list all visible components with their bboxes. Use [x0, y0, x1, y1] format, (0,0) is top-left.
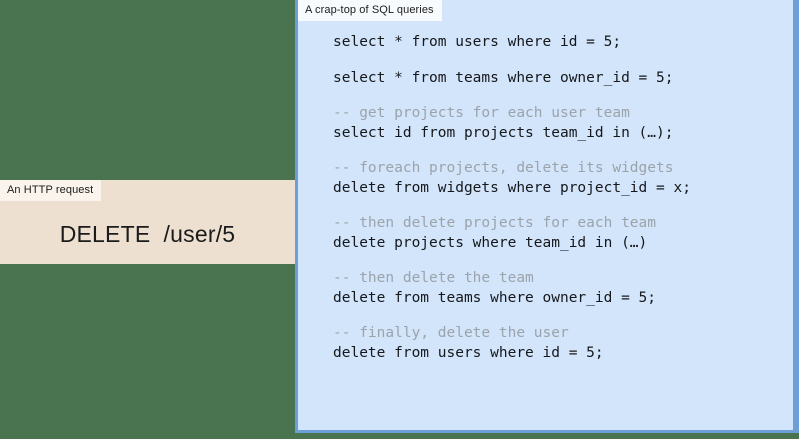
sql-query-line: delete from widgets where project_id = x…	[333, 179, 691, 196]
sql-block: -- then delete the team delete from teams…	[333, 269, 787, 308]
sql-block: -- then delete projects for each team del…	[333, 214, 787, 253]
sql-query-line: delete from users where id = 5;	[333, 344, 604, 361]
sql-queries-card: A crap-top of SQL queries select * from …	[295, 0, 799, 433]
sql-query-line: delete projects where team_id in (…)	[333, 234, 648, 251]
sql-query-line: select * from users where id = 5;	[333, 34, 622, 50]
sql-code-listing: select * from users where id = 5; select …	[333, 33, 787, 363]
http-request-card-label: An HTTP request	[0, 180, 102, 201]
http-request-text: DELETE /user/5	[59, 220, 236, 247]
http-request-card-body: DELETE /user/5	[0, 204, 295, 264]
sql-comment-line: -- foreach projects, delete its widgets	[333, 160, 674, 176]
sql-query-line: delete from teams where owner_id = 5;	[333, 289, 657, 306]
sql-comment-line: -- get projects for each user team	[333, 105, 630, 121]
sql-block: select * from teams where owner_id = 5;	[333, 69, 787, 89]
sql-comment-line: -- then delete projects for each team	[333, 215, 657, 231]
sql-queries-card-label: A crap-top of SQL queries	[298, 0, 442, 21]
sql-block: select * from users where id = 5;	[333, 33, 787, 53]
sql-block: -- foreach projects, delete its widgets d…	[333, 159, 787, 198]
http-request-card: An HTTP request DELETE /user/5	[0, 180, 295, 264]
sql-block: -- get projects for each user team select…	[333, 104, 787, 143]
sql-comment-line: -- finally, delete the user	[333, 325, 569, 341]
sql-query-line: select id from projects team_id in (…);	[333, 124, 674, 141]
sql-query-line: select * from teams where owner_id = 5;	[333, 69, 674, 86]
sql-block: -- finally, delete the user delete from u…	[333, 324, 787, 363]
sql-comment-line: -- then delete the team	[333, 270, 534, 286]
